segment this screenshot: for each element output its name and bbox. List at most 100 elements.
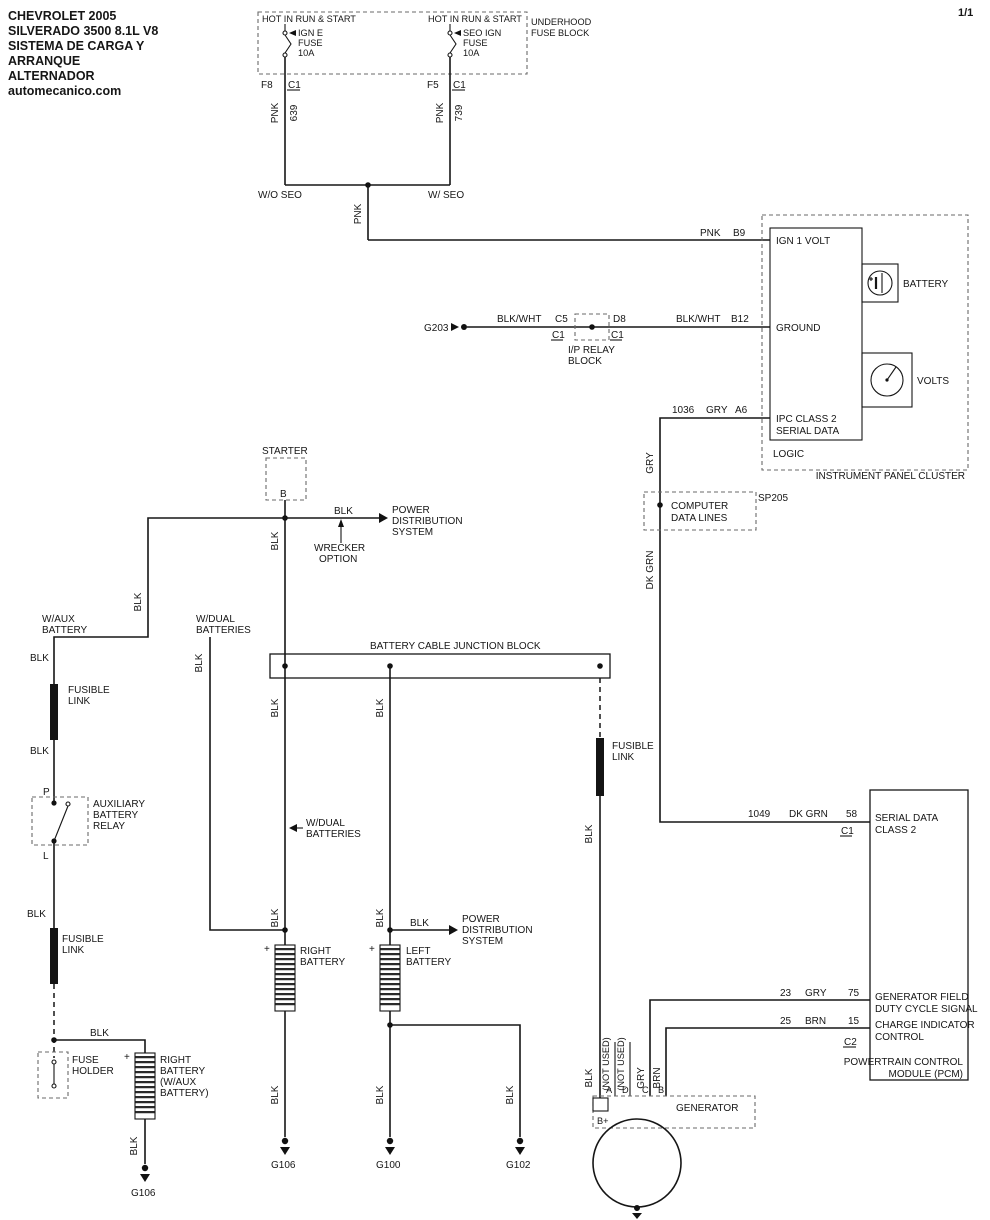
ign1volt-label: IGN 1 VOLT bbox=[776, 236, 830, 247]
fuse-holder bbox=[37, 1051, 69, 1099]
fusible-link-3-label-1: FUSIBLE bbox=[612, 741, 654, 752]
site-label: automecanico.com bbox=[8, 84, 121, 98]
ignition-feed-wires: PNK 639 PNK 739 W/O SEO W/ SEO PNK PNK B… bbox=[258, 57, 770, 241]
wo-seo-label: W/O SEO bbox=[258, 190, 302, 201]
volts-gauge-label: VOLTS bbox=[917, 376, 949, 387]
waux-label-1: W/AUX bbox=[42, 614, 75, 625]
generator-case-ground-icon bbox=[632, 1205, 642, 1219]
bplus-label: B+ bbox=[597, 1116, 609, 1126]
fuse2-amps: 10A bbox=[463, 48, 480, 58]
pcm-genfield-label-1: GENERATOR FIELD bbox=[875, 992, 969, 1003]
aux-battery-column: W/AUX BATTERY BLK FUSIBLE LINK BLK P AUX… bbox=[27, 614, 209, 1199]
bplus-terminal bbox=[592, 1097, 609, 1112]
ipc-outline bbox=[761, 214, 969, 471]
page-number: 1/1 bbox=[958, 7, 973, 19]
ground-label: GROUND bbox=[776, 323, 820, 334]
pcm-charge-label-2: CONTROL bbox=[875, 1032, 924, 1043]
fusible-link-3-label-2: LINK bbox=[612, 752, 635, 763]
connector-c1-e: C1 bbox=[841, 826, 854, 837]
circuit-1049: 1049 bbox=[748, 809, 771, 820]
fuse-holder-label-1: FUSE bbox=[72, 1055, 99, 1066]
pds1-label-2: DISTRIBUTION bbox=[392, 516, 463, 527]
pds2-label-1: POWER bbox=[462, 914, 500, 925]
pin-a6: A6 bbox=[735, 405, 748, 416]
title-line2: SILVERADO 3500 8.1L V8 bbox=[8, 24, 158, 38]
ground-g106-left-icon bbox=[140, 1164, 150, 1182]
starter-label: STARTER bbox=[262, 446, 308, 457]
fuse2-name: SEO IGN bbox=[463, 28, 501, 38]
g203-ground-path: G203 BLK/WHT C5 C1 I/P RELAY BLOCK D8 C1… bbox=[424, 313, 770, 367]
title-line1: CHEVROLET 2005 bbox=[8, 9, 116, 23]
ground-g102-label: G102 bbox=[506, 1160, 531, 1171]
bcjb-terminal bbox=[282, 663, 288, 669]
wire-label-brn-gen: BRN bbox=[652, 1067, 663, 1088]
pcm-serial-label-2: CLASS 2 bbox=[875, 825, 917, 836]
connector-c1-c: C1 bbox=[552, 330, 565, 341]
bcjb-terminal bbox=[597, 663, 603, 669]
ipc-class2-label-2: SERIAL DATA bbox=[776, 426, 839, 437]
g203-dot bbox=[461, 324, 467, 330]
arrow-left-icon bbox=[289, 824, 297, 832]
wire-label-blk-gen2: BLK bbox=[584, 1068, 595, 1087]
rb-aux-label-4: BATTERY) bbox=[160, 1088, 209, 1099]
rb-aux-label-1: RIGHT bbox=[160, 1055, 191, 1066]
fusible-link-2 bbox=[50, 928, 58, 984]
relay-terminal-l: L bbox=[43, 851, 49, 862]
splice-dot bbox=[589, 324, 595, 330]
splice-dot bbox=[282, 927, 288, 933]
ip-relay-label-1: I/P RELAY bbox=[568, 345, 615, 356]
aux-relay-label-3: RELAY bbox=[93, 821, 125, 832]
serial-data-path: 1036 GRY A6 GRY COMPUTER DATA LINES SP20… bbox=[643, 405, 870, 837]
starter: STARTER B BLK POWER DISTRIBUTION SYSTEM … bbox=[53, 446, 463, 945]
wire-label-brn-1: BRN bbox=[805, 1016, 826, 1027]
left-battery-label-1: LEFT bbox=[406, 946, 430, 957]
wire-label-dkgrn-1: DK GRN bbox=[645, 551, 656, 590]
wdual-label-2: BATTERIES bbox=[196, 625, 251, 636]
volts-gauge-icon bbox=[861, 352, 913, 408]
instrument-panel-cluster: IGN 1 VOLT GROUND IPC CLASS 2 SERIAL DAT… bbox=[761, 214, 969, 482]
gen-terminal-c: C bbox=[642, 1085, 649, 1095]
pds2-label-3: SYSTEM bbox=[462, 936, 503, 947]
g203-label: G203 bbox=[424, 323, 449, 334]
aux-relay-label-2: BATTERY bbox=[93, 810, 139, 821]
ground-g106-left-label: G106 bbox=[131, 1188, 156, 1199]
computer-data-label-2: DATA LINES bbox=[671, 513, 728, 524]
fuse-block-outline bbox=[257, 11, 528, 75]
gen-terminal-a: A bbox=[606, 1085, 613, 1095]
wire-label-blk-lb2: BLK bbox=[375, 908, 386, 927]
generator-outline bbox=[592, 1095, 756, 1129]
logic-label: LOGIC bbox=[773, 449, 804, 460]
fusible-link-1 bbox=[50, 684, 58, 740]
w-seo-label: W/ SEO bbox=[428, 190, 464, 201]
aux-relay-label-1: AUXILIARY bbox=[93, 799, 145, 810]
generator-body bbox=[592, 1118, 682, 1208]
wire-label-pnk-2: PNK bbox=[435, 102, 446, 123]
wire-label-blk-dual: BLK bbox=[194, 653, 205, 672]
circuit-25: 25 bbox=[780, 1016, 792, 1027]
right-battery-aux-symbol bbox=[134, 1052, 156, 1120]
fusible-link-1-label-2: LINK bbox=[68, 696, 91, 707]
pcm-charge-label-1: CHARGE INDICATOR bbox=[875, 1020, 975, 1031]
circuit-1036: 1036 bbox=[672, 405, 695, 416]
seo-ign-fuse-symbol bbox=[447, 24, 461, 58]
ground-g106-label: G106 bbox=[271, 1160, 296, 1171]
pds1-label-3: SYSTEM bbox=[392, 527, 433, 538]
wire-label-blk-g102: BLK bbox=[505, 1085, 516, 1104]
wire-label-blk-rb: BLK bbox=[270, 1085, 281, 1104]
wire-label-blk-g100: BLK bbox=[375, 1085, 386, 1104]
wire-label-blk-pds2: BLK bbox=[410, 918, 429, 929]
pds2-label-2: DISTRIBUTION bbox=[462, 925, 533, 936]
starter-outline bbox=[265, 457, 307, 501]
pcm-title-2: MODULE (PCM) bbox=[889, 1069, 963, 1080]
computer-data-lines-outline bbox=[643, 491, 757, 531]
bcjb-outline bbox=[269, 653, 611, 679]
pcm-serial-label-1: SERIAL DATA bbox=[875, 813, 938, 824]
center-batteries: + RIGHT BATTERY BLK G106 BLK BLK BLK POW… bbox=[264, 666, 533, 1171]
fuse1-word: FUSE bbox=[298, 38, 323, 48]
sp205-label: SP205 bbox=[758, 493, 788, 504]
pin-f5: F5 bbox=[427, 80, 439, 91]
generator: (NOT USED) (NOT USED) GRY BRN A D C B GE… bbox=[592, 999, 870, 1219]
title-line4: ARRANQUE bbox=[8, 54, 80, 68]
starter-b-terminal: B bbox=[280, 489, 287, 500]
pcm-genfield-label-2: DUTY CYCLE SIGNAL bbox=[875, 1004, 978, 1015]
